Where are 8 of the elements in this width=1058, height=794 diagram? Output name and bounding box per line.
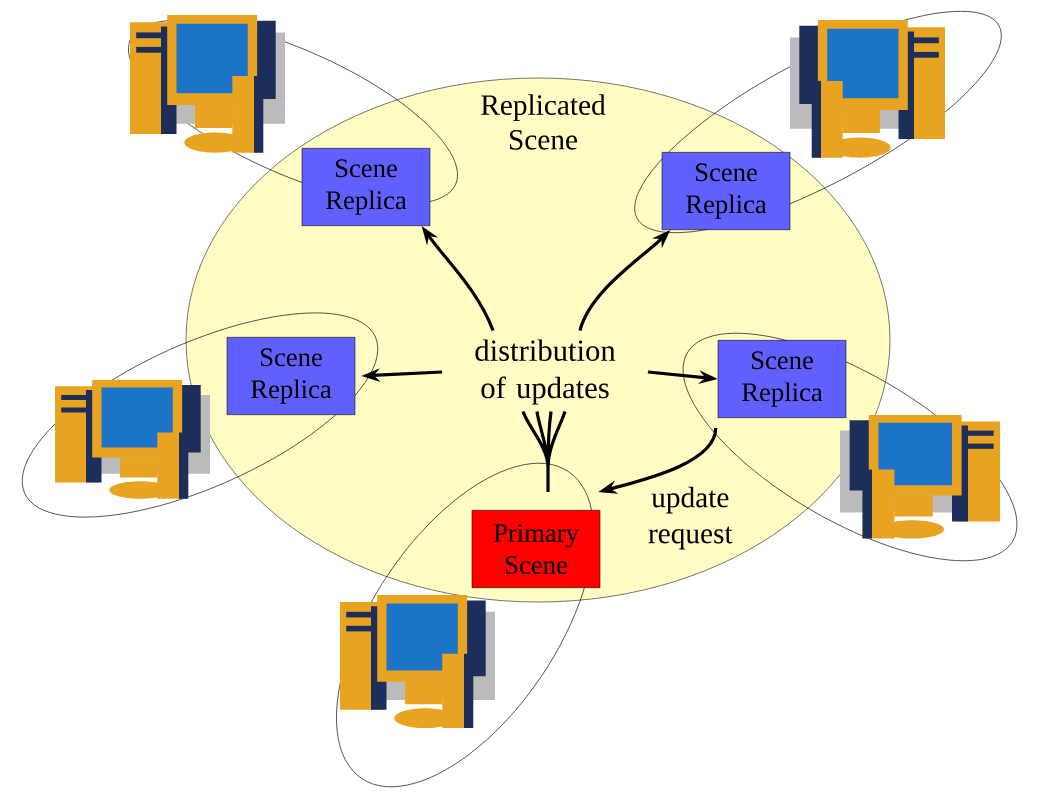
- primary-box: Primary Scene: [471, 510, 601, 588]
- replica-box: Scene Replica: [301, 148, 431, 226]
- replica-box: Scene Replica: [717, 340, 847, 418]
- replica-box: Scene Replica: [661, 152, 791, 230]
- caption-text: distribution of updates: [475, 339, 616, 405]
- arrow: [521, 409, 567, 494]
- edge-label: update request: [635, 485, 745, 551]
- replica-box: Scene Replica: [226, 337, 356, 415]
